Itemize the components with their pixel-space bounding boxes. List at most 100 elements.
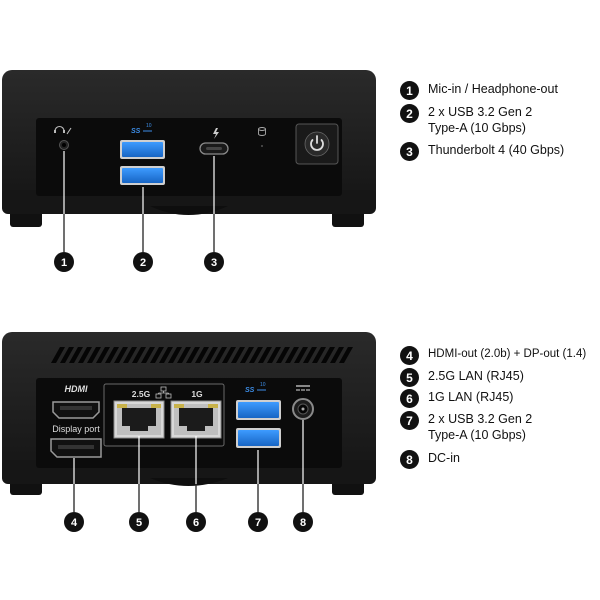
thunderbolt-port-tongue xyxy=(206,147,222,150)
storage-led-icon xyxy=(258,127,266,136)
usb-logo-text: SS xyxy=(131,128,141,135)
legend-line: 2 x USB 3.2 Gen 2 xyxy=(428,412,533,426)
usb-logo-front: SS 10 xyxy=(131,123,152,135)
display-port-pins xyxy=(58,445,94,449)
usb-speed-text: 10 xyxy=(146,123,152,129)
legend-badge: 2 xyxy=(400,104,419,123)
svg-text:8: 8 xyxy=(300,517,306,529)
legend-item-4: 4 HDMI-out (2.0b) + DP-out (1.4) xyxy=(400,346,600,365)
callout-badge-3: 3 xyxy=(204,252,224,272)
vent-slot xyxy=(51,347,65,363)
usb-port-front-1-insert xyxy=(122,142,163,157)
legend-badge: 7 xyxy=(400,411,419,430)
power-icon xyxy=(310,135,324,151)
lan-port-25g[interactable] xyxy=(113,400,165,439)
legend-line: 2.5G LAN (RJ45) xyxy=(428,369,524,383)
lan-1g-label: 1G xyxy=(191,389,203,399)
vent-slot xyxy=(195,347,209,363)
legend-item-2: 2 2 x USB 3.2 Gen 2 Type-A (10 Gbps) xyxy=(400,104,600,136)
legend-line: Mic-in / Headphone-out xyxy=(428,82,558,96)
legend-item-1: 1 Mic-in / Headphone-out xyxy=(400,81,600,100)
legend-text: DC-in xyxy=(428,450,460,466)
legend-item-7: 7 2 x USB 3.2 Gen 2 Type-A (10 Gbps) xyxy=(400,411,600,443)
vent-grille xyxy=(51,347,353,363)
callout-badge-4: 4 xyxy=(64,512,84,532)
vent-slot xyxy=(267,347,281,363)
usb-port-front-2-insert xyxy=(122,168,163,183)
vent-slot xyxy=(276,347,290,363)
vent-slot xyxy=(87,347,101,363)
legend-line: Type-A (10 Gbps) xyxy=(428,428,526,442)
vent-slot xyxy=(159,347,173,363)
rear-device: HDMI Display port 2.5G 1G xyxy=(2,332,376,532)
legend-line: 2 x USB 3.2 Gen 2 xyxy=(428,105,533,119)
legend-text: 2 x USB 3.2 Gen 2 Type-A (10 Gbps) xyxy=(428,104,532,136)
power-button-cap xyxy=(304,131,330,157)
vent-slot xyxy=(303,347,317,363)
front-panel xyxy=(36,118,342,196)
vent-slot xyxy=(240,347,254,363)
device-bottom-arc xyxy=(150,478,228,486)
display-port-label: Display port xyxy=(52,424,100,434)
network-icon xyxy=(155,386,172,399)
vent-slot xyxy=(312,347,326,363)
vent-slot xyxy=(330,347,344,363)
vent-slot xyxy=(339,347,353,363)
usb-port-rear-1-insert xyxy=(238,402,279,418)
storage-led xyxy=(261,145,263,147)
svg-text:2: 2 xyxy=(140,257,146,269)
vent-slot xyxy=(150,347,164,363)
usb-port-rear-2-insert xyxy=(238,430,279,446)
usb-logo-text: SS xyxy=(245,387,255,394)
callout-badge-8: 8 xyxy=(293,512,313,532)
callout-badge-7: 7 xyxy=(248,512,268,532)
legend-badge: 3 xyxy=(400,142,419,161)
legend-text: HDMI-out (2.0b) + DP-out (1.4) xyxy=(428,346,586,362)
audio-jack-hole xyxy=(62,143,66,147)
headphone-icon xyxy=(54,125,72,135)
vent-slot xyxy=(78,347,92,363)
front-device: SS 10 xyxy=(2,70,376,272)
legend-line: 1G LAN (RJ45) xyxy=(428,390,514,404)
vent-slot xyxy=(132,347,146,363)
svg-text:4: 4 xyxy=(71,517,78,529)
lan-port-1g[interactable] xyxy=(170,400,222,439)
legend-badge: 6 xyxy=(400,389,419,408)
vent-slot xyxy=(222,347,236,363)
hdmi-port-pins xyxy=(60,406,92,410)
legend-item-8: 8 DC-in xyxy=(400,450,600,469)
vent-slot xyxy=(96,347,110,363)
vent-slot xyxy=(141,347,155,363)
vent-slot xyxy=(168,347,182,363)
legend-text: Mic-in / Headphone-out xyxy=(428,81,558,97)
vent-slot xyxy=(285,347,299,363)
vent-slot xyxy=(69,347,83,363)
lan-25g-label: 2.5G xyxy=(132,389,151,399)
legend-text: 2.5G LAN (RJ45) xyxy=(428,368,524,384)
lan-frame xyxy=(103,383,225,447)
legend-badge: 5 xyxy=(400,368,419,387)
usb-speed-text: 10 xyxy=(260,382,266,388)
hdmi-label: HDMI xyxy=(65,384,88,394)
legend-badge: 8 xyxy=(400,450,419,469)
vent-slot xyxy=(123,347,137,363)
vent-slot xyxy=(186,347,200,363)
callout-badge-6: 6 xyxy=(186,512,206,532)
vent-slot xyxy=(60,347,74,363)
vent-slot xyxy=(204,347,218,363)
vent-slot xyxy=(114,347,128,363)
vent-slot xyxy=(249,347,263,363)
legend-line: Thunderbolt 4 (40 Gbps) xyxy=(428,143,565,157)
vent-slot xyxy=(105,347,119,363)
vent-slot xyxy=(258,347,272,363)
legend-text: 1G LAN (RJ45) xyxy=(428,389,513,405)
thunderbolt-icon xyxy=(213,128,219,139)
svg-text:5: 5 xyxy=(136,517,142,529)
svg-text:6: 6 xyxy=(193,517,199,529)
dc-symbol-icon xyxy=(296,385,310,391)
legend-line: DC-in xyxy=(428,451,460,465)
legend-line: Type-A (10 Gbps) xyxy=(428,121,526,135)
vent-slot xyxy=(321,347,335,363)
callout-badge-1: 1 xyxy=(54,252,74,272)
